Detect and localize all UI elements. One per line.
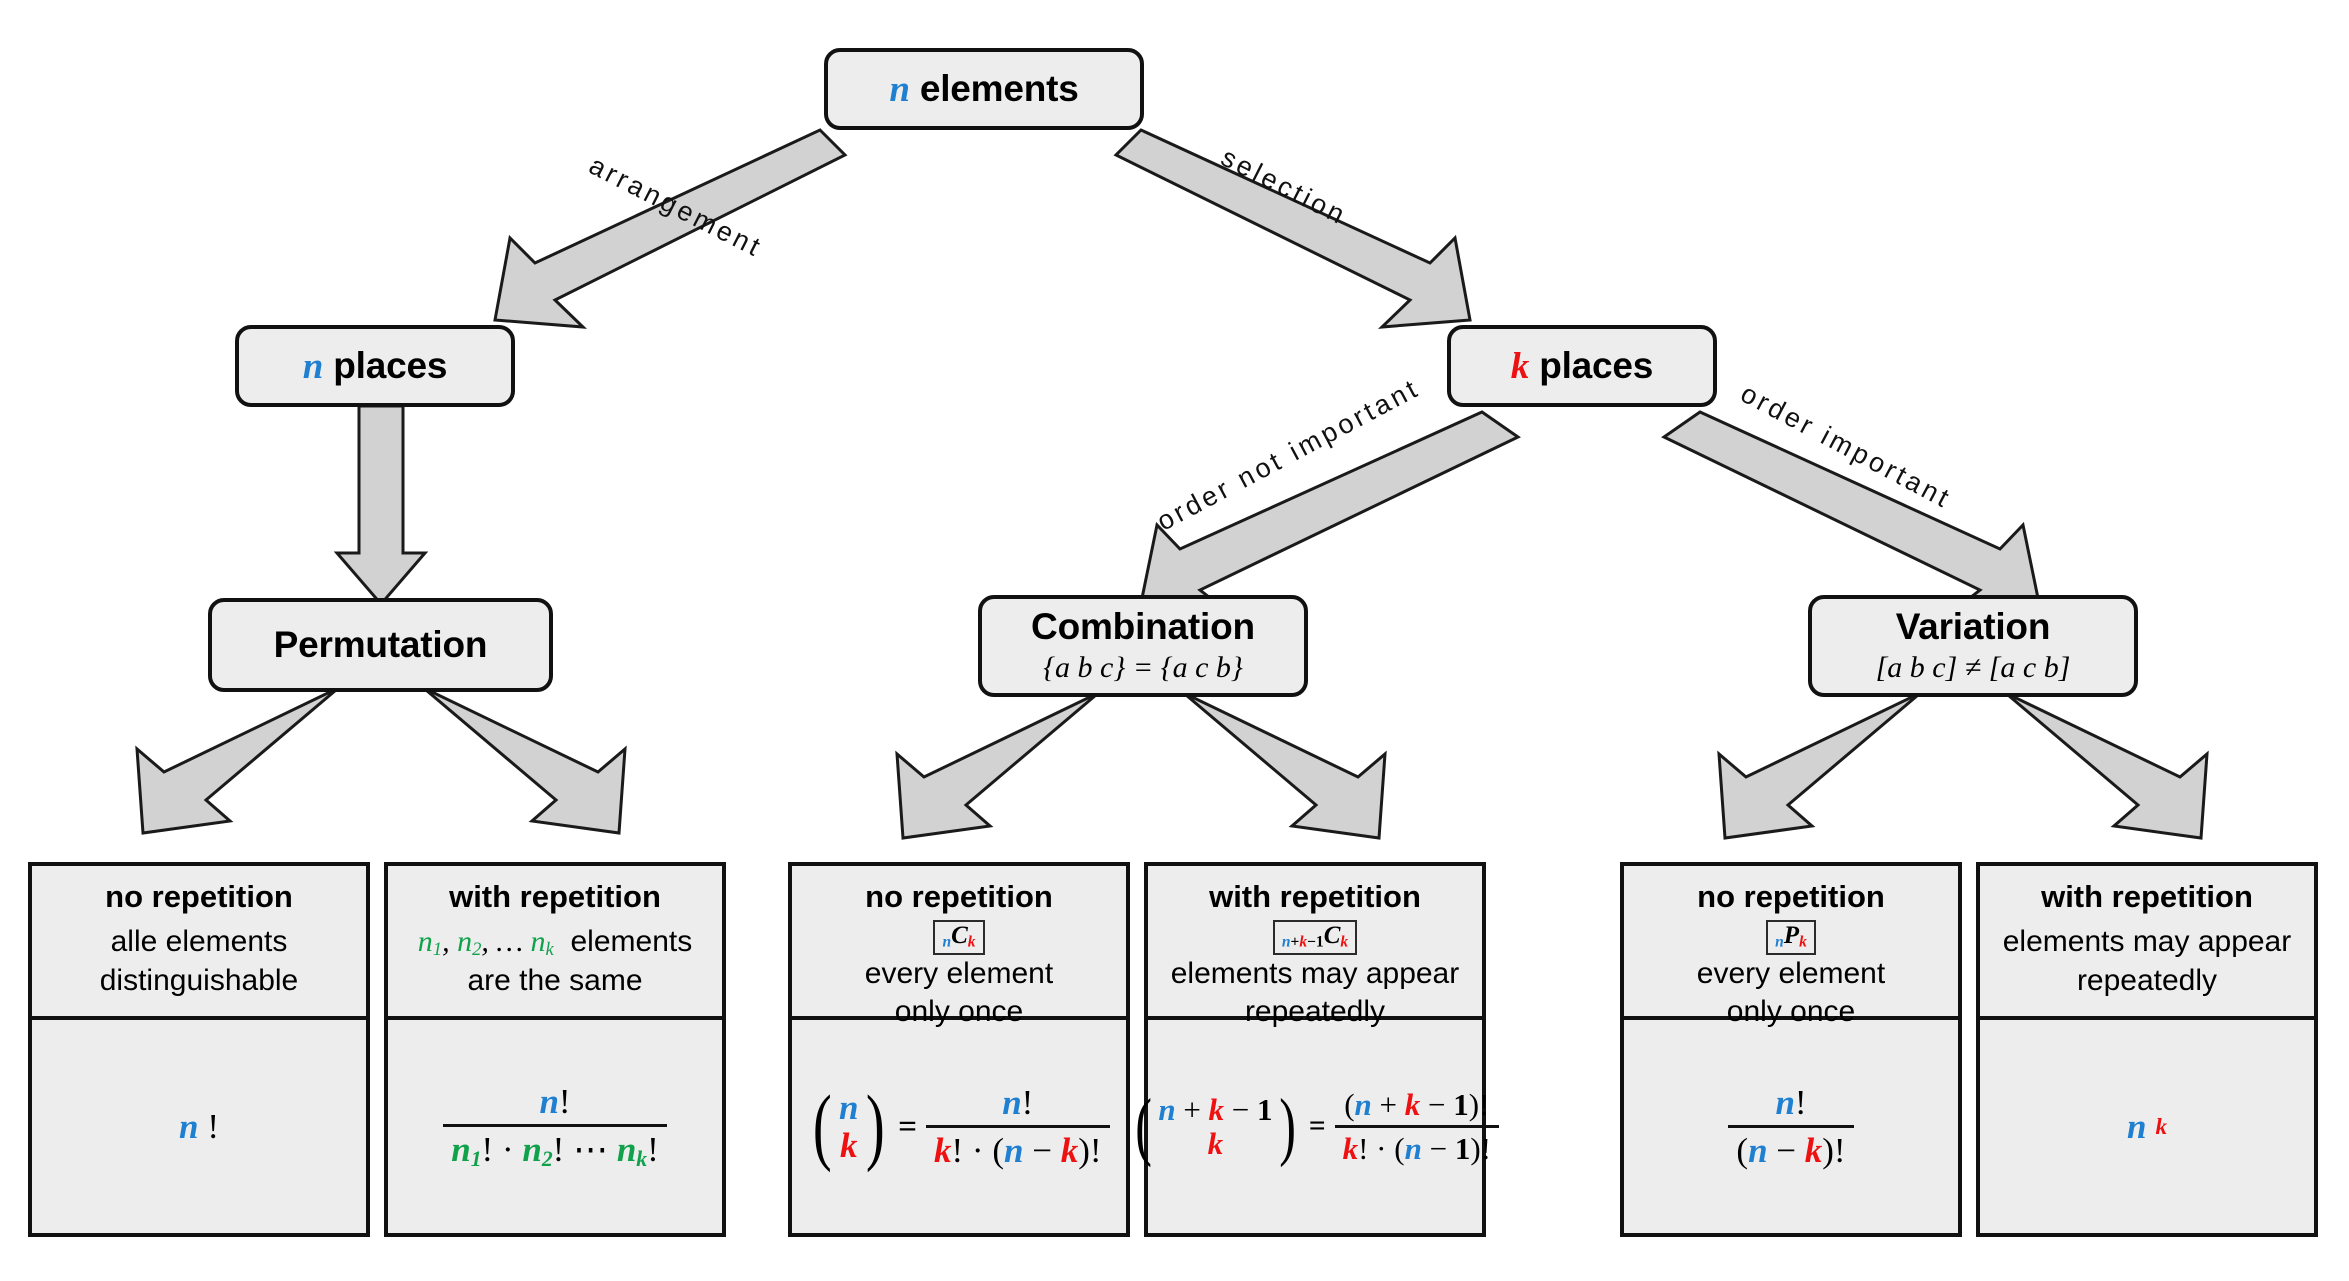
leaf-description: elements may appear repeatedly xyxy=(1170,956,1460,1029)
arrow-nplaces-permutation xyxy=(333,404,429,607)
leaf-permutation-no-repetition[interactable]: no repetition alle elements distinguisha… xyxy=(28,862,370,1237)
arrow-combination-left xyxy=(895,671,1123,840)
formula-combination-repetition: ( n + k − 1 k ) = (n + k − 1)! k! · (n −… xyxy=(1131,1087,1499,1167)
leaf-heading: with repetition xyxy=(449,879,661,914)
node-combination[interactable]: Combination {a b c} = {a c b} xyxy=(978,595,1308,697)
node-n-elements-label: n elements xyxy=(889,67,1079,110)
node-permutation[interactable]: Permutation xyxy=(208,598,553,692)
leaf-upper: no repetition alle elements distinguisha… xyxy=(32,866,366,1020)
edge-label-order-important: order important xyxy=(1735,378,1957,515)
notation-n-plus-k-minus-1-C-k: n+k−1Ck xyxy=(1272,920,1358,955)
node-n-places-label: n places xyxy=(302,344,448,387)
node-n-elements[interactable]: n elements xyxy=(824,48,1144,130)
node-combination-title: Combination xyxy=(1031,606,1255,648)
node-variation-subtitle: [a b c] ≠ [a c b] xyxy=(1875,650,2071,684)
leaf-permutation-with-repetition[interactable]: with repetition n1, n2, … nk elements ar… xyxy=(384,862,726,1237)
leaf-description: alle elements distinguishable xyxy=(99,925,299,997)
node-permutation-title: Permutation xyxy=(273,624,488,666)
leaf-combination-no-repetition[interactable]: no repetition nCk every element only onc… xyxy=(788,862,1130,1237)
leaf-description: every element only once xyxy=(1696,956,1886,1029)
node-combination-subtitle: {a b c} = {a c b} xyxy=(1043,650,1243,684)
arrow-permutation-left xyxy=(135,666,363,835)
leaf-variation-with-repetition[interactable]: with repetition elements may appear repe… xyxy=(1976,862,2318,1237)
leaf-upper: no repetition nPk every element only onc… xyxy=(1624,866,1958,1028)
leaf-description: n1, n2, … nk elements are the same xyxy=(417,924,693,997)
node-variation[interactable]: Variation [a b c] ≠ [a c b] xyxy=(1808,595,2138,697)
leaf-upper: with repetition elements may appear repe… xyxy=(1980,866,2314,1020)
leaf-variation-no-repetition[interactable]: no repetition nPk every element only onc… xyxy=(1620,862,1962,1237)
leaf-description: every element only once xyxy=(864,956,1054,1029)
node-k-places[interactable]: k places xyxy=(1447,325,1717,407)
leaf-upper: with repetition n1, n2, … nk elements ar… xyxy=(388,866,722,1020)
leaf-formula-cell: n! n1! · n2! ⋯ nk! xyxy=(388,1020,722,1233)
edge-label-order-not-important: order not important xyxy=(1152,372,1425,537)
formula-n-factorial: n! xyxy=(178,1106,220,1146)
leaf-heading: no repetition xyxy=(865,879,1053,914)
formula-permutation-repetition: n! n1! · n2! ⋯ nk! xyxy=(443,1082,667,1172)
leaf-heading: no repetition xyxy=(1697,879,1885,914)
edge-label-selection: selection xyxy=(1216,142,1353,232)
leaf-description: elements may appear repeatedly xyxy=(2002,925,2292,997)
arrow-selection xyxy=(1113,128,1472,329)
leaf-heading: with repetition xyxy=(1209,879,1421,914)
leaf-heading: with repetition xyxy=(2041,879,2253,914)
node-variation-title: Variation xyxy=(1895,606,2051,648)
leaf-formula-cell: ( n + k − 1 k ) = (n + k − 1)! k! · (n −… xyxy=(1135,1020,1499,1233)
node-n-places[interactable]: n places xyxy=(235,325,515,407)
leaf-upper: no repetition nCk every element only onc… xyxy=(792,866,1126,1028)
arrow-variation-right xyxy=(1981,671,2209,840)
leaf-upper: with repetition n+k−1Ck elements may app… xyxy=(1148,866,1482,1028)
leaf-combination-with-repetition[interactable]: with repetition n+k−1Ck elements may app… xyxy=(1135,862,1499,1237)
leaf-formula-cell: n! (n − k)! xyxy=(1624,1020,1958,1233)
arrow-permutation-right xyxy=(399,666,627,835)
node-k-places-label: k places xyxy=(1510,344,1654,387)
notation-nCk: nCk xyxy=(933,920,985,955)
arrow-arrangement xyxy=(493,128,848,329)
leaf-formula-cell: n! xyxy=(32,1020,366,1233)
arrow-combination-right xyxy=(1159,671,1387,840)
arrow-variation-left xyxy=(1717,671,1945,840)
notation-nPk: nPk xyxy=(1766,920,1816,955)
leaf-heading: no repetition xyxy=(105,879,293,914)
formula-variation: n! (n − k)! xyxy=(1728,1083,1854,1171)
edge-label-arrangement: arrangement xyxy=(584,150,768,264)
